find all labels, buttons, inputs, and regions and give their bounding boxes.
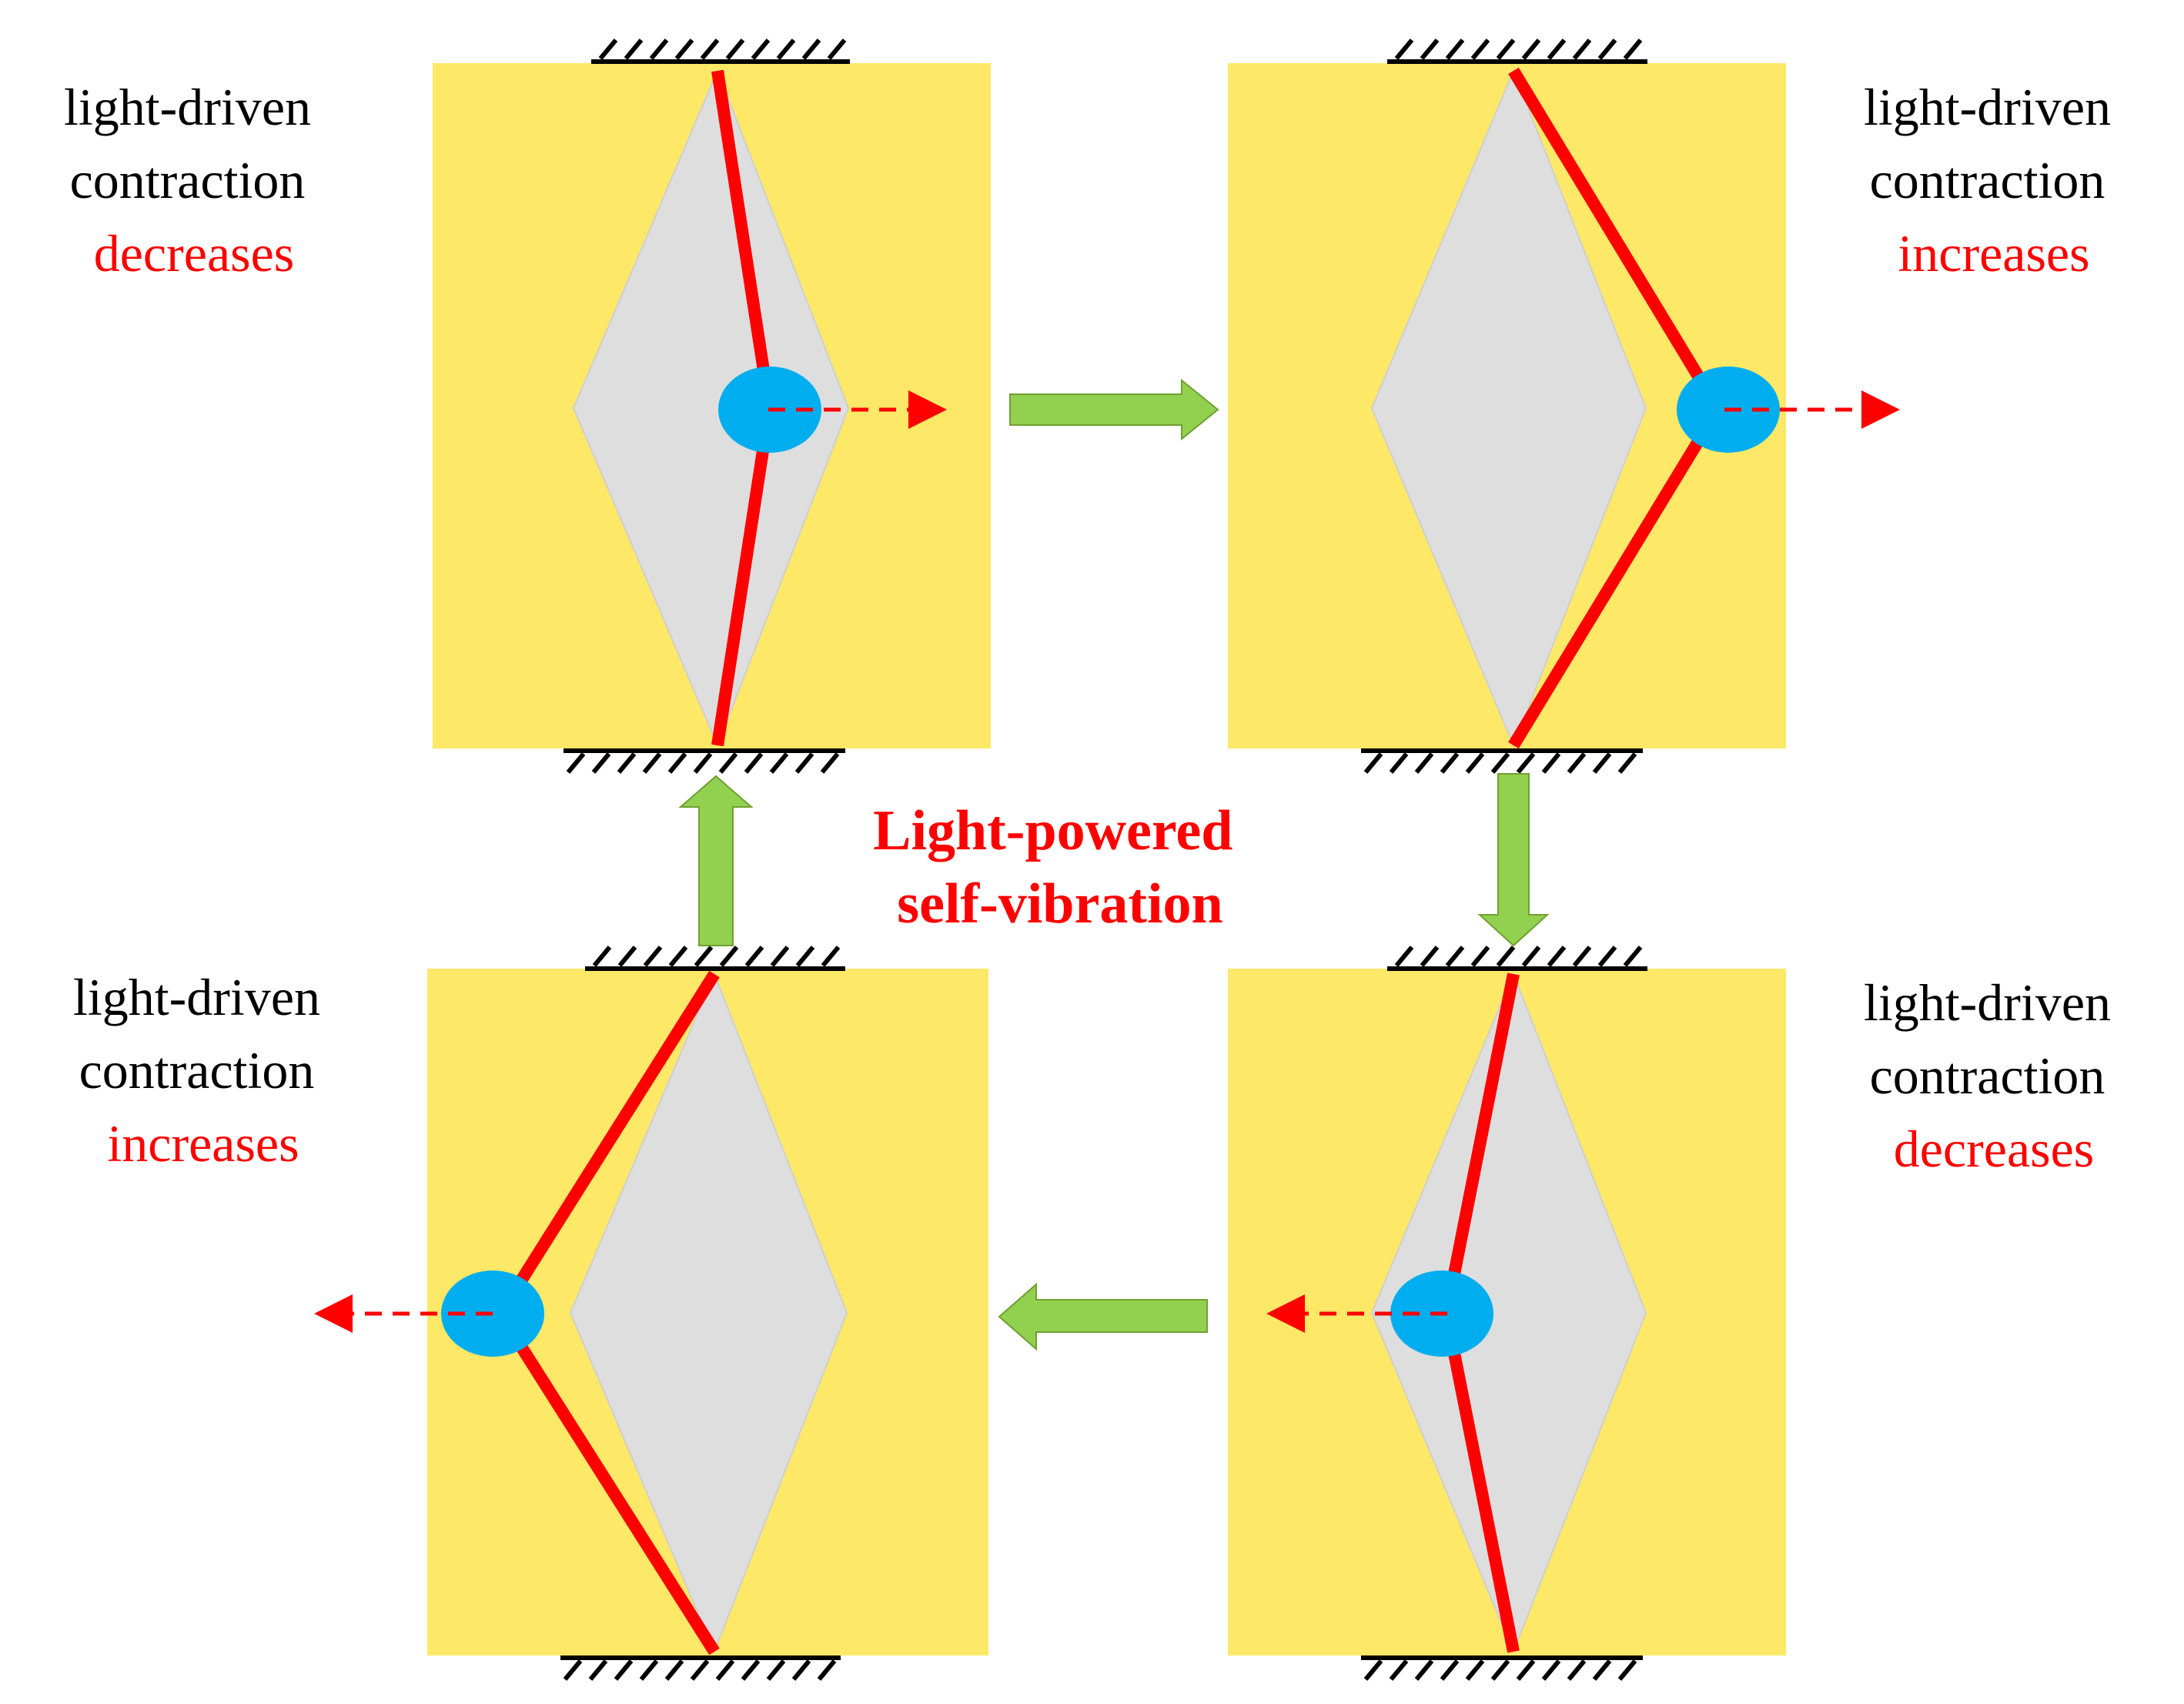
- panel-label: light-driven contraction increases: [1864, 78, 2124, 283]
- fiber-upper-segment: [503, 970, 720, 1305]
- center-title-line2: self-vibration: [897, 872, 1222, 936]
- label-line2: contraction: [1870, 1046, 2105, 1105]
- panel-top-right: light-driven contraction increases: [1228, 38, 2124, 774]
- fiber-upper-segment: [1443, 973, 1520, 1303]
- fixed-support-bottom: [564, 748, 845, 774]
- panel-label: light-driven contraction decreases: [1864, 973, 2124, 1178]
- panel-top-left: light-driven contraction decreases: [64, 38, 991, 774]
- label-line3-emphasis: increases: [1898, 224, 2089, 283]
- label-line1: light-driven: [64, 78, 311, 136]
- label-line3-emphasis: increases: [107, 1114, 299, 1173]
- label-line3-emphasis: decreases: [94, 224, 294, 283]
- fiber-lower-segment: [503, 1322, 720, 1655]
- fiber-upper-segment: [1508, 67, 1718, 404]
- label-line1: light-driven: [1864, 78, 2111, 136]
- panel-label: light-driven contraction decreases: [64, 78, 324, 283]
- label-line3-emphasis: decreases: [1894, 1120, 2094, 1178]
- label-line2: contraction: [70, 151, 306, 209]
- label-line1: light-driven: [73, 968, 320, 1026]
- fiber-lower-segment: [1508, 413, 1718, 749]
- panel-bottom-left: light-driven contraction increases: [73, 946, 988, 1681]
- panel-bottom-right: light-driven contraction decreases: [1228, 946, 2124, 1681]
- fiber-lower-segment: [711, 414, 774, 747]
- panel-label: light-driven contraction increases: [73, 968, 333, 1173]
- center-title: Light-powered self-vibration: [873, 799, 1247, 936]
- cycle-arrow-left: [998, 1282, 1208, 1351]
- label-line2: contraction: [1870, 151, 2105, 209]
- fiber-lower-segment: [1443, 1324, 1520, 1653]
- fixed-support-bottom: [560, 1655, 841, 1681]
- fixed-support-bottom: [1361, 1655, 1643, 1681]
- fixed-support-top: [591, 38, 850, 64]
- label-line1: light-driven: [1864, 973, 2111, 1032]
- fixed-support-bottom: [1361, 748, 1643, 774]
- fiber-upper-segment: [711, 69, 774, 402]
- fixed-support-top: [1387, 946, 1647, 971]
- cycle-arrow-right: [1009, 378, 1219, 441]
- fixed-support-top: [585, 946, 845, 971]
- center-title-line1: Light-powered: [873, 799, 1232, 862]
- cycle-arrow-down: [1477, 773, 1550, 947]
- cycle-arrow-up: [678, 775, 754, 946]
- fixed-support-top: [1387, 38, 1647, 64]
- label-line2: contraction: [79, 1041, 315, 1100]
